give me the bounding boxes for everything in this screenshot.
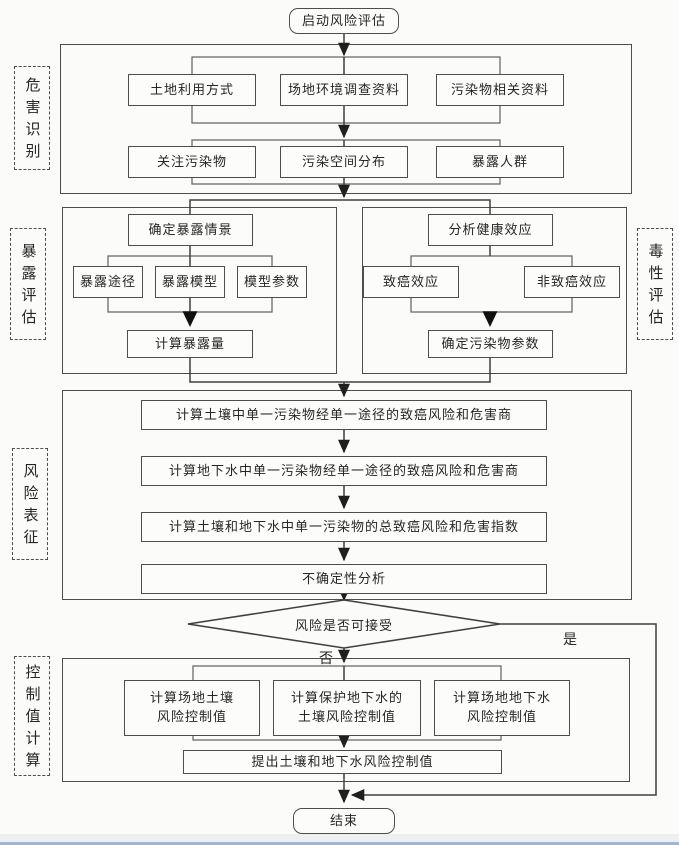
decision-no-label: 否 <box>319 652 333 667</box>
hazard-box-pollutant-data: 污染物相关资料 <box>436 74 564 106</box>
decision-diamond-label: 风险是否可接受 <box>294 617 393 633</box>
hazard-box-land-use: 土地利用方式 <box>128 74 256 106</box>
start-node: 启动风险评估 <box>289 8 399 34</box>
characterization-side-label: 风险表征 <box>12 448 48 560</box>
characterization-step-1: 计算土壤中单一污染物经单一途径的致癌风险和危害商 <box>141 400 547 430</box>
control-box-site-soil-text: 计算场地土壤风险控制值 <box>149 690 234 724</box>
control-box-site-groundwater-text: 计算场地地下水风险控制值 <box>452 690 551 724</box>
bottom-band <box>0 834 679 845</box>
control-side-label: 控制值计算 <box>14 656 50 776</box>
hazard-side-label: 危害识别 <box>14 66 50 170</box>
exposure-side-label: 暴露评估 <box>10 228 46 340</box>
hazard-box-pollutants-of-concern: 关注污染物 <box>128 146 256 178</box>
decision-yes-label: 是 <box>563 633 577 648</box>
hazard-box-site-survey-data: 场地环境调查资料 <box>280 74 408 106</box>
model-parameters-box: 模型参数 <box>237 266 307 298</box>
bottom-accent-line <box>0 842 679 845</box>
exposure-section-frame <box>62 207 337 374</box>
control-box-protect-groundwater-soil: 计算保护地下水的土壤风险控制值 <box>273 680 421 736</box>
propose-control-values-box: 提出土壤和地下水风险控制值 <box>183 750 502 774</box>
end-node: 结束 <box>293 808 395 834</box>
calculate-exposure-box: 计算暴露量 <box>127 330 253 358</box>
control-box-site-groundwater: 计算场地地下水风险控制值 <box>434 680 570 736</box>
toxicity-section-frame <box>362 207 627 374</box>
hazard-box-exposed-population: 暴露人群 <box>436 146 564 178</box>
health-effects-box: 分析健康效应 <box>428 214 553 246</box>
characterization-step-2: 计算地下水中单一污染物经单一途径的致癌风险和危害商 <box>141 456 547 486</box>
hazard-box-spatial-distribution: 污染空间分布 <box>280 146 408 178</box>
control-box-site-soil: 计算场地土壤风险控制值 <box>124 680 260 736</box>
exposure-model-box: 暴露模型 <box>155 266 225 298</box>
exposure-scenario-box: 确定暴露情景 <box>128 214 253 246</box>
toxicity-side-label: 毒性评估 <box>637 228 673 340</box>
characterization-step-4: 不确定性分析 <box>141 564 547 594</box>
characterization-step-3: 计算土壤和地下水中单一污染物的总致癌风险和危害指数 <box>141 512 547 542</box>
non-carcinogenic-effect-box: 非致癌效应 <box>524 266 620 298</box>
carcinogenic-effect-box: 致癌效应 <box>363 266 459 298</box>
control-box-protect-groundwater-soil-text: 计算保护地下水的土壤风险控制值 <box>290 690 403 724</box>
pollutant-parameters-box: 确定污染物参数 <box>428 330 553 358</box>
exposure-pathway-box: 暴露途径 <box>73 266 143 298</box>
